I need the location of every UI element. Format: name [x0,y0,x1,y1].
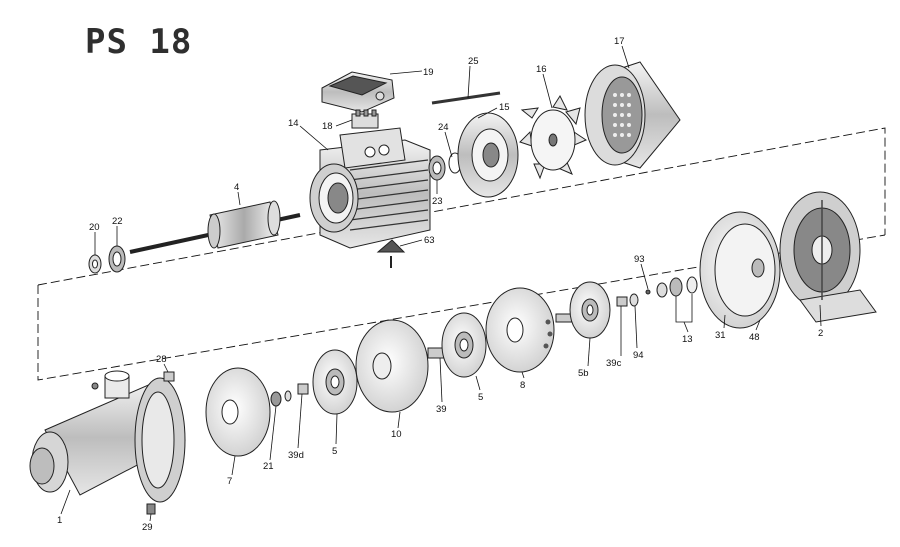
label-18: 18 [322,121,333,132]
nut-21 [270,391,282,407]
label-29: 29 [142,522,153,533]
terminal-box-lid [321,71,395,113]
terminal-block [351,109,379,129]
part-labels: 19 25 16 17 18 15 14 24 4 23 20 22 63 28… [57,36,823,533]
fan-cover [584,61,681,169]
rotor-shaft [129,200,301,254]
cooling-fan [519,94,588,180]
label-24: 24 [438,122,449,133]
spacer-39d [297,383,309,395]
diagram-title: PS 18 [85,22,193,62]
label-31: 31 [715,330,726,341]
label-15: 15 [499,102,510,113]
label-4: 4 [234,182,239,193]
stage-casing-8 [485,287,555,373]
rear-bearing [428,152,462,181]
motor-bracket [779,191,877,323]
label-39d: 39d [288,450,304,461]
label-48: 48 [749,332,760,343]
diffuser-5 [312,349,358,415]
label-21: 21 [263,461,274,472]
label-17: 17 [614,36,625,47]
spacer-39c [616,296,628,307]
washer-94 [629,293,639,307]
drain-plug [163,371,175,382]
impeller-5 [441,312,487,378]
pump-casing [29,370,186,503]
key-93 [645,289,651,295]
washer-21 [284,390,292,402]
motor-foot [376,239,406,268]
shaft-bearings [88,245,126,274]
label-19: 19 [423,67,434,78]
label-10: 10 [391,429,402,440]
label-94: 94 [633,350,644,361]
end-disc [205,367,271,457]
label-5b: 5b [578,368,589,379]
label-23: 23 [432,196,443,207]
seal-cover [699,211,781,329]
stage-casing-10 [355,319,429,413]
label-63: 63 [424,235,435,246]
label-93: 93 [634,254,645,265]
label-39: 39 [436,404,447,415]
label-22: 22 [112,216,123,227]
mechanical-seal [656,276,698,298]
label-13: 13 [682,334,693,345]
label-5-left: 5 [332,446,337,457]
label-5-right: 5 [478,392,483,403]
label-39c: 39c [606,358,622,369]
label-8: 8 [520,380,525,391]
leader-lines [60,45,822,522]
label-28: 28 [156,354,167,365]
motor-housing [309,127,431,249]
label-20: 20 [89,222,100,233]
label-1: 1 [57,515,62,526]
impeller-5b [569,281,611,339]
label-16: 16 [536,64,547,75]
label-25: 25 [468,56,479,67]
label-7: 7 [227,476,232,487]
end-shield [457,112,519,198]
tie-rod [431,91,501,105]
bottom-screw [146,503,156,515]
label-14: 14 [288,118,299,129]
label-2: 2 [818,328,823,339]
